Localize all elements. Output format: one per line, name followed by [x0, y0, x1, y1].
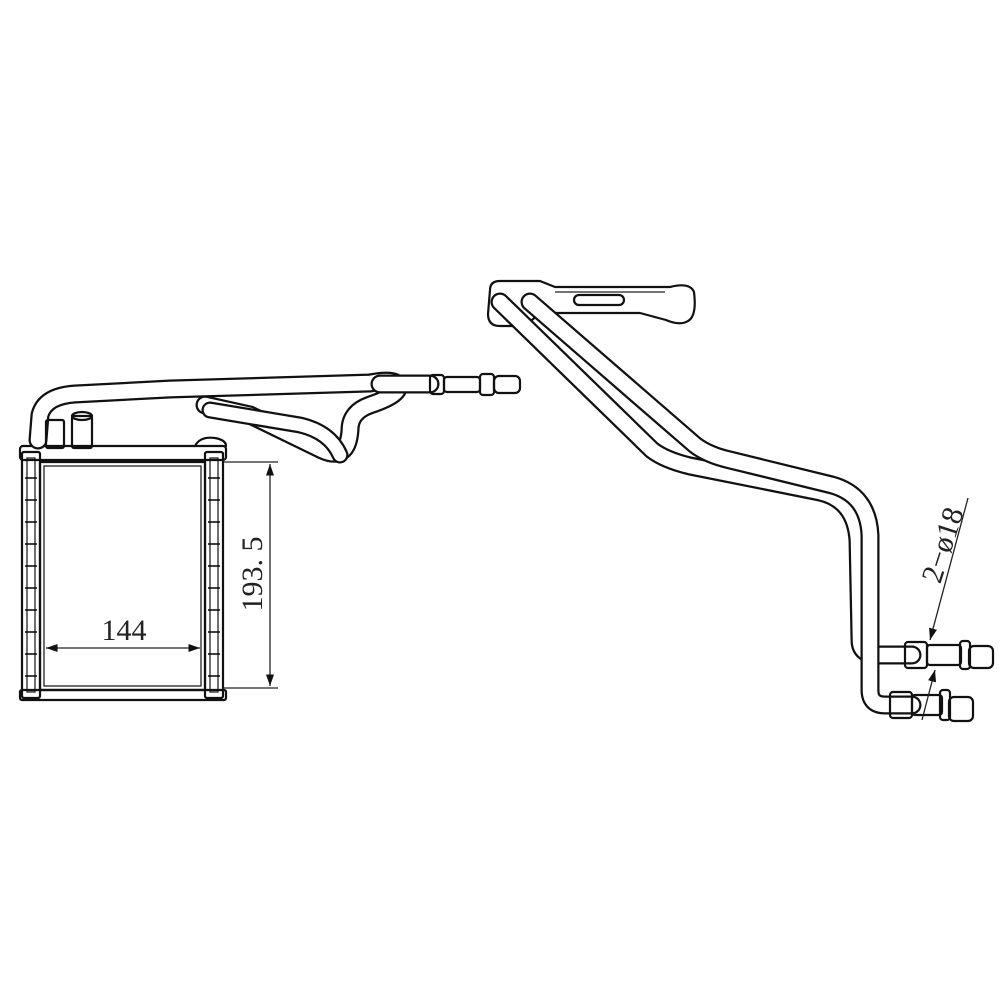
- outlet-tube-a: [490, 292, 922, 665]
- heater-core-body: [18, 444, 228, 702]
- width-dimension-label: 144: [102, 614, 147, 647]
- front-pipe: [28, 371, 522, 464]
- outlet-tube-b: [520, 292, 922, 715]
- height-dimension-label: 193. 5: [236, 537, 269, 612]
- front-view: 144 193. 5: [18, 371, 522, 702]
- tank-ribs: [25, 477, 220, 677]
- height-dimension: 193. 5: [223, 461, 278, 689]
- fitting-lower: [888, 688, 975, 723]
- width-dimension: 144: [46, 614, 200, 653]
- pipe-diameter-label: 2−ø18: [915, 503, 970, 586]
- fitting-upper: [903, 639, 995, 671]
- pipe-diameter-dimension: 2−ø18: [915, 497, 971, 721]
- mounting-bracket: [486, 279, 696, 328]
- side-view: 2−ø18: [486, 279, 995, 723]
